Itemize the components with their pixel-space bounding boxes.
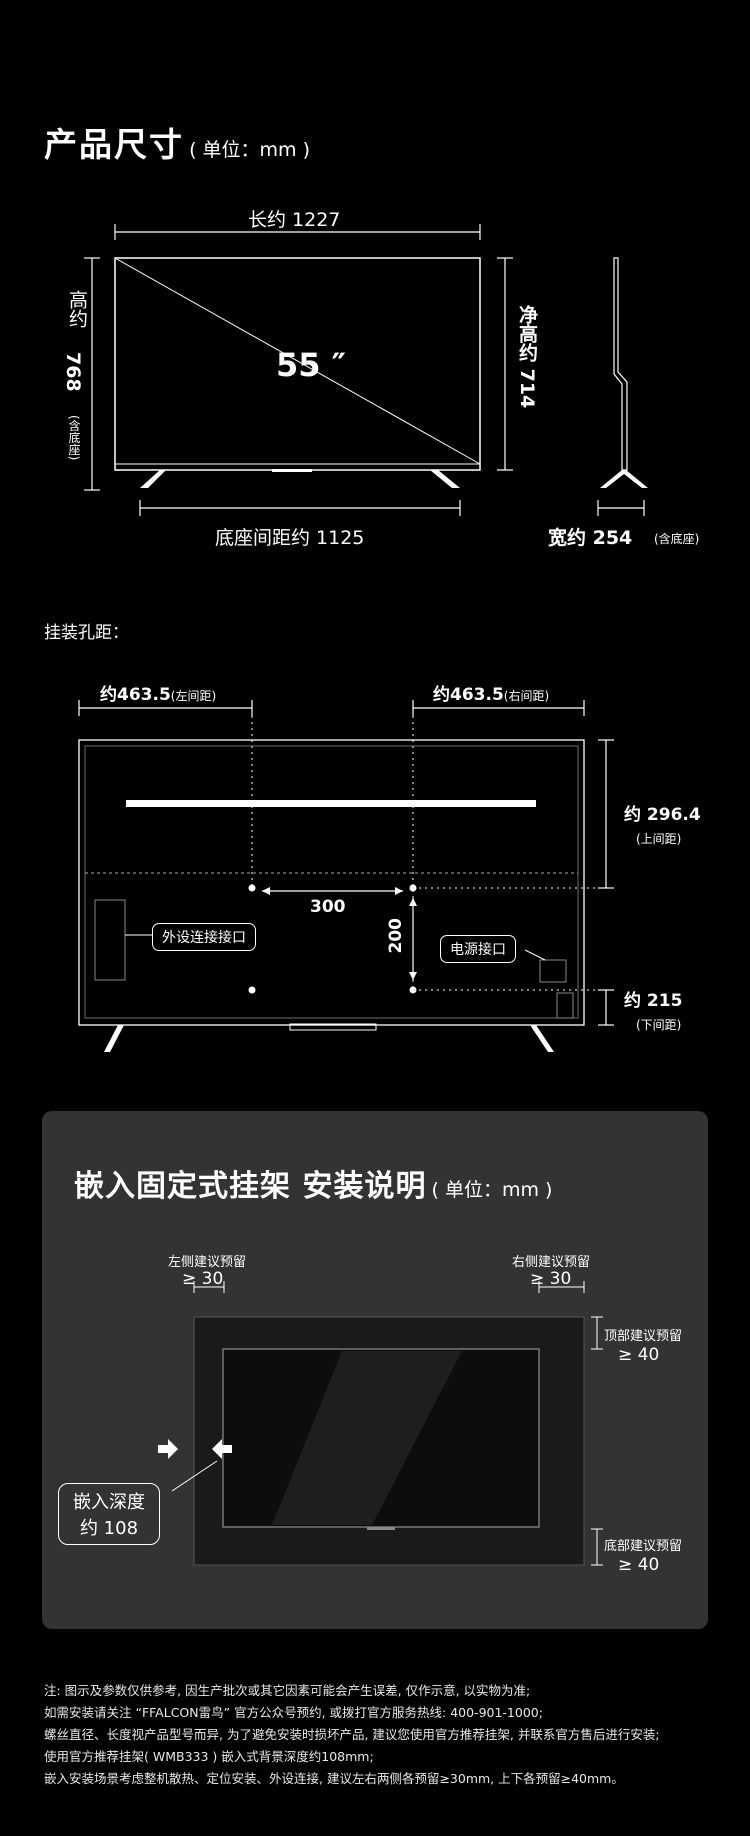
top-distance-label: 约 296.4	[624, 805, 701, 825]
right-reserve-value: ≥ 30	[530, 1269, 572, 1289]
top-reserve-value: ≥ 40	[618, 1345, 660, 1365]
mounting-title: 挂装孔距：	[44, 623, 129, 643]
right-distance-note: (右间距)	[503, 689, 550, 703]
product-size-title: 产品尺寸	[44, 125, 184, 164]
note-line: 如需安装请关注 “FFALCON雷鸟” 官方公众号预约, 或拨打官方服务热线: …	[44, 1705, 543, 1720]
note-line: 使用官方推荐挂架( WMB333 ) 嵌入式背景深度约108mm;	[44, 1749, 374, 1764]
net-height-label: 净高约 714	[516, 305, 538, 409]
right-distance-label: 约463.5	[433, 685, 504, 705]
external-port-label: 外设连接接口	[152, 923, 256, 951]
embedded-unit: ( 单位：mm )	[431, 1179, 553, 1201]
length-label: 长约 1227	[248, 209, 341, 231]
depth-callout-line1: 嵌入深度	[73, 1492, 145, 1513]
height-label: 高约	[66, 290, 88, 328]
tv-back-outline	[78, 739, 585, 1026]
right-distance-group: 约463.5(右间距)	[433, 680, 549, 705]
bottom-reserve-value: ≥ 40	[618, 1555, 660, 1575]
note-line: 螺丝直径、长度视产品型号而异, 为了避免安装时损坏产品, 建议您使用官方推荐挂架…	[44, 1727, 660, 1742]
base-distance-label: 底座间距约 1125	[215, 527, 365, 549]
top-distance-note: (上间距)	[636, 832, 682, 846]
width-note: (含底座)	[654, 532, 700, 546]
product-size-unit: ( 单位：mm )	[189, 139, 311, 161]
depth-callout-line2: 约 108	[79, 1518, 139, 1539]
bottom-distance-note: (下间距)	[636, 1018, 682, 1032]
embedded-diagram	[158, 1281, 603, 1566]
product-size-heading: 产品尺寸 ( 单位：mm )	[44, 118, 310, 166]
height-label-group: 高约	[64, 290, 88, 328]
left-reserve-label: 左侧建议预留	[168, 1255, 247, 1270]
power-port-label: 电源接口	[440, 935, 516, 963]
width-label: 宽约 254	[548, 527, 633, 549]
embedded-title: 嵌入固定式挂架 安装说明	[74, 1169, 427, 1204]
left-distance-note: (左间距)	[170, 689, 217, 703]
embedded-heading: 嵌入固定式挂架 安装说明 ( 单位：mm )	[74, 1161, 552, 1205]
height-value: 768	[62, 352, 84, 392]
tv-side-profile	[613, 257, 628, 471]
horizontal-spacing: 300	[310, 897, 346, 917]
footnotes: 注: 图示及参数仅供参考, 因生产批次或其它因素可能会产生误差, 仅作示意, 以…	[44, 1680, 734, 1790]
bottom-distance-label: 约 215	[624, 991, 683, 1011]
embedded-panel: 嵌入固定式挂架 安装说明 ( 单位：mm ) 左侧建议预留 ≥ 30 右侧建议预…	[42, 1111, 708, 1629]
bottom-reserve-label: 底部建议预留	[604, 1539, 683, 1554]
left-distance-label: 约463.5	[100, 685, 171, 705]
screen-size: 55 ″	[276, 346, 346, 384]
left-distance-group: 约463.5(左间距)	[100, 680, 216, 705]
height-note: (含底座)	[67, 415, 81, 461]
depth-callout: 嵌入深度 约 108	[58, 1483, 160, 1545]
right-reserve-label: 右侧建议预留	[512, 1255, 591, 1270]
note-line: 嵌入安装场景考虑整机散热、定位安装、外设连接, 建议左右两侧各预留≥30mm, …	[44, 1771, 624, 1786]
top-reserve-label: 顶部建议预留	[604, 1329, 683, 1344]
vertical-spacing: 200	[386, 918, 406, 954]
left-reserve-value: ≥ 30	[182, 1269, 224, 1289]
note-line: 注: 图示及参数仅供参考, 因生产批次或其它因素可能会产生误差, 仅作示意, 以…	[44, 1683, 531, 1698]
